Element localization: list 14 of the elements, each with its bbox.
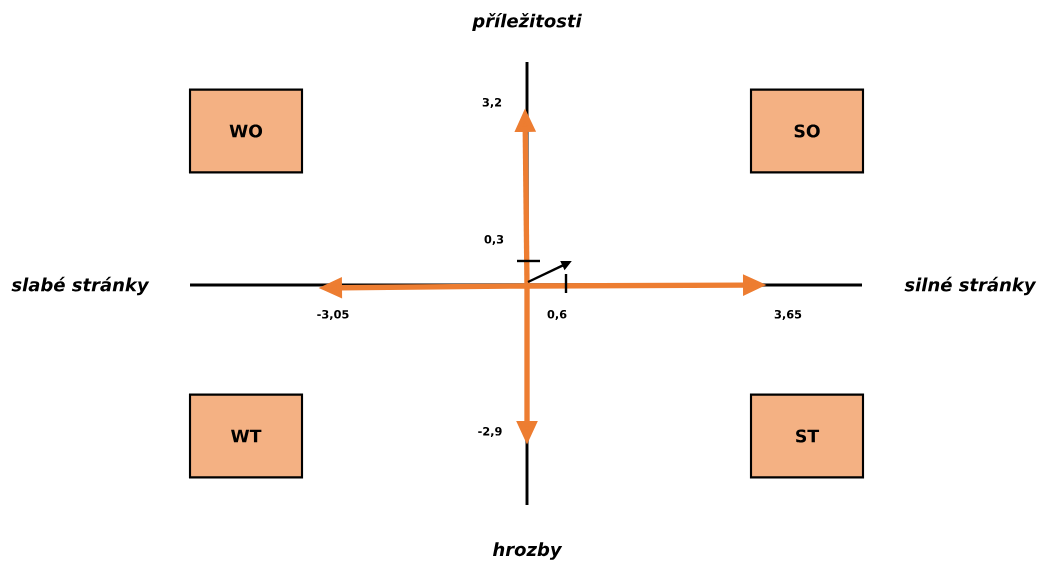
quadrant-box: WT [188,393,304,479]
axis-label: slabé stránky [11,276,150,296]
quadrant-box: WO [188,88,304,174]
quadrant-box: SO [749,88,865,174]
axis-label: příležitosti [472,12,582,32]
value-label: 3,2 [482,98,502,108]
axis-label: silné stránky [904,276,1037,296]
value-label: -2,9 [478,427,502,437]
value-label: 3,65 [774,310,802,320]
value-label: 0,6 [547,310,567,320]
value-label: -3,05 [317,310,349,320]
axis-label: hrozby [492,542,563,560]
quadrant-box: ST [749,393,865,479]
value-label: 0,3 [484,235,504,245]
